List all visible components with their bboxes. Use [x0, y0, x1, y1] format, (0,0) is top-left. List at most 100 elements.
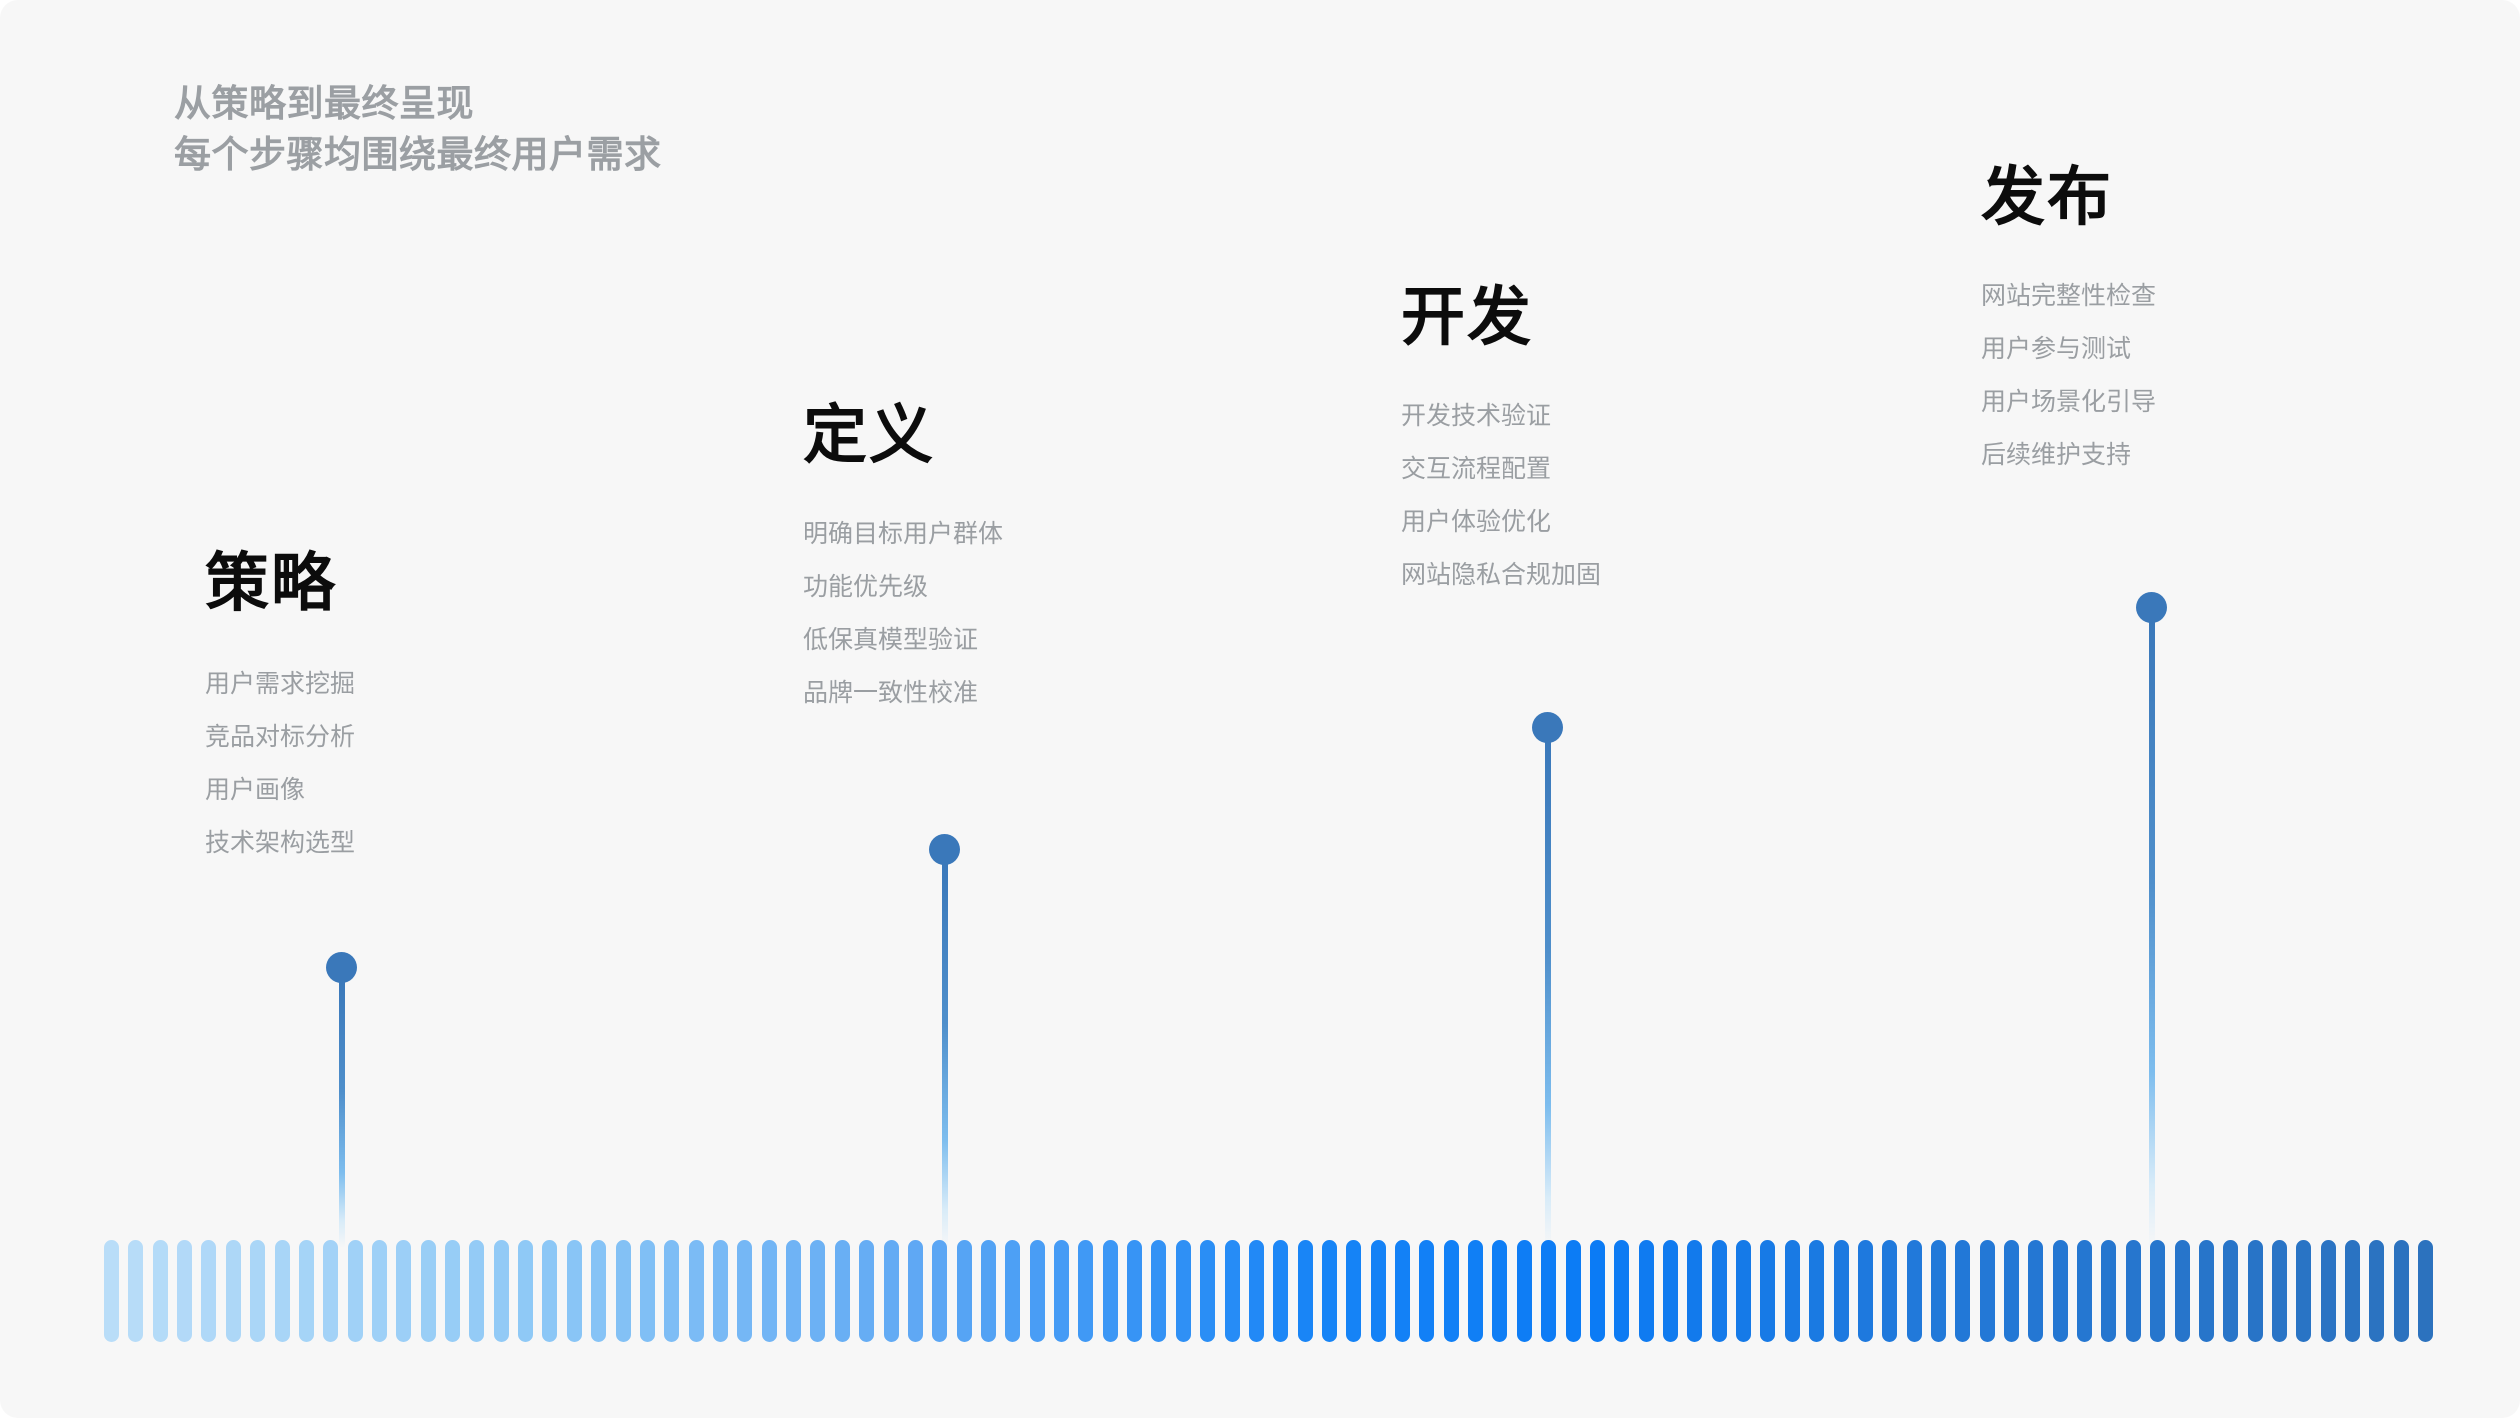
- timeline-bar: [371, 1240, 387, 1342]
- timeline-bar: [1492, 1240, 1508, 1342]
- timeline-bar: [1638, 1240, 1654, 1342]
- timeline-bar: [1127, 1240, 1143, 1342]
- timeline-bar: [2296, 1240, 2312, 1342]
- marker-dot-icon: [2136, 592, 2167, 623]
- marker-stem: [339, 978, 345, 1248]
- page-heading: 从策略到最终呈现 每个步骤均围绕最终用户需求: [174, 78, 1274, 180]
- timeline-bar: [518, 1240, 534, 1342]
- timeline-bar: [761, 1240, 777, 1342]
- timeline-bar: [542, 1240, 558, 1342]
- timeline-bar: [1443, 1240, 1459, 1342]
- timeline-bar: [347, 1240, 363, 1342]
- stage-column-strategy: 策略 用户需求挖掘 竞品对标分析 用户画像 技术架构选型: [205, 547, 356, 884]
- timeline-bar: [1541, 1240, 1557, 1342]
- timeline-bar: [1711, 1240, 1727, 1342]
- stage-item: 用户需求挖掘: [205, 669, 356, 698]
- timeline-bar: [1906, 1240, 1922, 1342]
- timeline-bar: [2004, 1240, 2020, 1342]
- timeline-bar: [1273, 1240, 1289, 1342]
- timeline-bar: [2369, 1240, 2385, 1342]
- timeline-bar: [615, 1240, 631, 1342]
- timeline-bar: [493, 1240, 509, 1342]
- timeline-bar: [1248, 1240, 1264, 1342]
- timeline-bar: [152, 1240, 168, 1342]
- timeline-bar: [712, 1240, 728, 1342]
- stage-item: 网站隐私合规加固: [1401, 560, 1602, 589]
- timeline-bar: [1833, 1240, 1849, 1342]
- stage-item: 功能优先级: [803, 572, 929, 601]
- marker-dot-icon: [929, 834, 960, 865]
- timeline-bar: [1321, 1240, 1337, 1342]
- timeline-bar: [274, 1240, 290, 1342]
- stage-item: 用户场景化引导: [1981, 387, 2157, 416]
- timeline-bar: [2198, 1240, 2214, 1342]
- stage-item: 明确目标用户群体: [803, 519, 1004, 548]
- timeline-bar: [1809, 1240, 1825, 1342]
- stage-item-list: 用户需求挖掘 竞品对标分析 用户画像 技术架构选型: [205, 669, 356, 857]
- timeline-bar: [2174, 1240, 2190, 1342]
- timeline-bar: [1005, 1240, 1021, 1342]
- timeline-bar: [2223, 1240, 2239, 1342]
- timeline-bar: [104, 1240, 119, 1342]
- timeline-bar: [786, 1240, 802, 1342]
- timeline-bar: [1663, 1240, 1678, 1342]
- timeline-bar: [1516, 1240, 1532, 1342]
- timeline-bar: [1687, 1240, 1703, 1342]
- timeline-bar: [2418, 1240, 2434, 1342]
- timeline-bar: [1565, 1240, 1581, 1342]
- stage-title: 策略: [205, 547, 337, 619]
- marker-dot-icon: [1532, 712, 1563, 743]
- stage-title: 开发: [1401, 281, 1533, 353]
- stage-column-develop: 开发 开发技术验证 交互流程配置 用户体验优化 网站隐私合规加固: [1401, 281, 1602, 616]
- stage-item: 低保真模型验证: [803, 625, 979, 654]
- stage-title: 发布: [1981, 161, 2113, 233]
- timeline-bar: [2271, 1240, 2287, 1342]
- stage-title: 定义: [803, 399, 935, 471]
- timeline-bar: [177, 1240, 193, 1342]
- timeline-bar: [128, 1240, 144, 1342]
- timeline-bar: [1102, 1240, 1118, 1342]
- marker-stem: [1545, 738, 1551, 1248]
- timeline-bar: [566, 1240, 582, 1342]
- timeline-bar: [1784, 1240, 1800, 1342]
- stage-item-list: 网站完整性检查 用户参与测试 用户场景化引导 后续维护支持: [1981, 283, 2157, 469]
- timeline-bar: [1760, 1240, 1776, 1342]
- marker-stem: [2149, 618, 2155, 1248]
- heading-line-1: 从策略到最终呈现: [174, 83, 474, 124]
- timeline-bar: [1468, 1240, 1484, 1342]
- timeline-bar: [2150, 1240, 2166, 1342]
- stage-item: 后续维护支持: [1981, 440, 2132, 469]
- timeline-bar: [907, 1240, 923, 1342]
- timeline-bar: [1614, 1240, 1630, 1342]
- timeline-bar: [2345, 1240, 2361, 1342]
- stage-item: 用户体验优化: [1401, 507, 1552, 536]
- timeline-bar: [420, 1240, 436, 1342]
- marker-stem: [942, 860, 948, 1248]
- timeline-bar: [250, 1240, 266, 1342]
- timeline-bar: [1151, 1240, 1167, 1342]
- timeline-bar: [1175, 1240, 1191, 1342]
- timeline-bar: [810, 1240, 826, 1342]
- timeline-bar: [1078, 1240, 1094, 1342]
- stage-column-launch: 发布 网站完整性检查 用户参与测试 用户场景化引导 后续维护支持: [1981, 161, 2157, 496]
- timeline-bar: [445, 1240, 461, 1342]
- timeline-bar: [201, 1240, 217, 1342]
- timeline-bar: [664, 1240, 680, 1342]
- timeline-bar: [591, 1240, 607, 1342]
- timeline-bar: [2052, 1240, 2068, 1342]
- timeline-bar: [1346, 1240, 1362, 1342]
- timeline-bar: [2077, 1240, 2093, 1342]
- timeline-bar: [1370, 1240, 1386, 1342]
- timeline-bar: [1882, 1240, 1898, 1342]
- timeline-bar: [298, 1240, 314, 1342]
- stage-item: 竞品对标分析: [205, 722, 356, 751]
- timeline-bar: [225, 1240, 241, 1342]
- stage-item: 技术架构选型: [205, 828, 356, 857]
- stage-item: 开发技术验证: [1401, 401, 1552, 430]
- timeline-bar: [956, 1240, 972, 1342]
- timeline-bar: [1224, 1240, 1240, 1342]
- timeline-bar: [1054, 1240, 1070, 1342]
- timeline-bar: [1419, 1240, 1435, 1342]
- timeline-bar: [1297, 1240, 1313, 1342]
- timeline-bar: [1979, 1240, 1995, 1342]
